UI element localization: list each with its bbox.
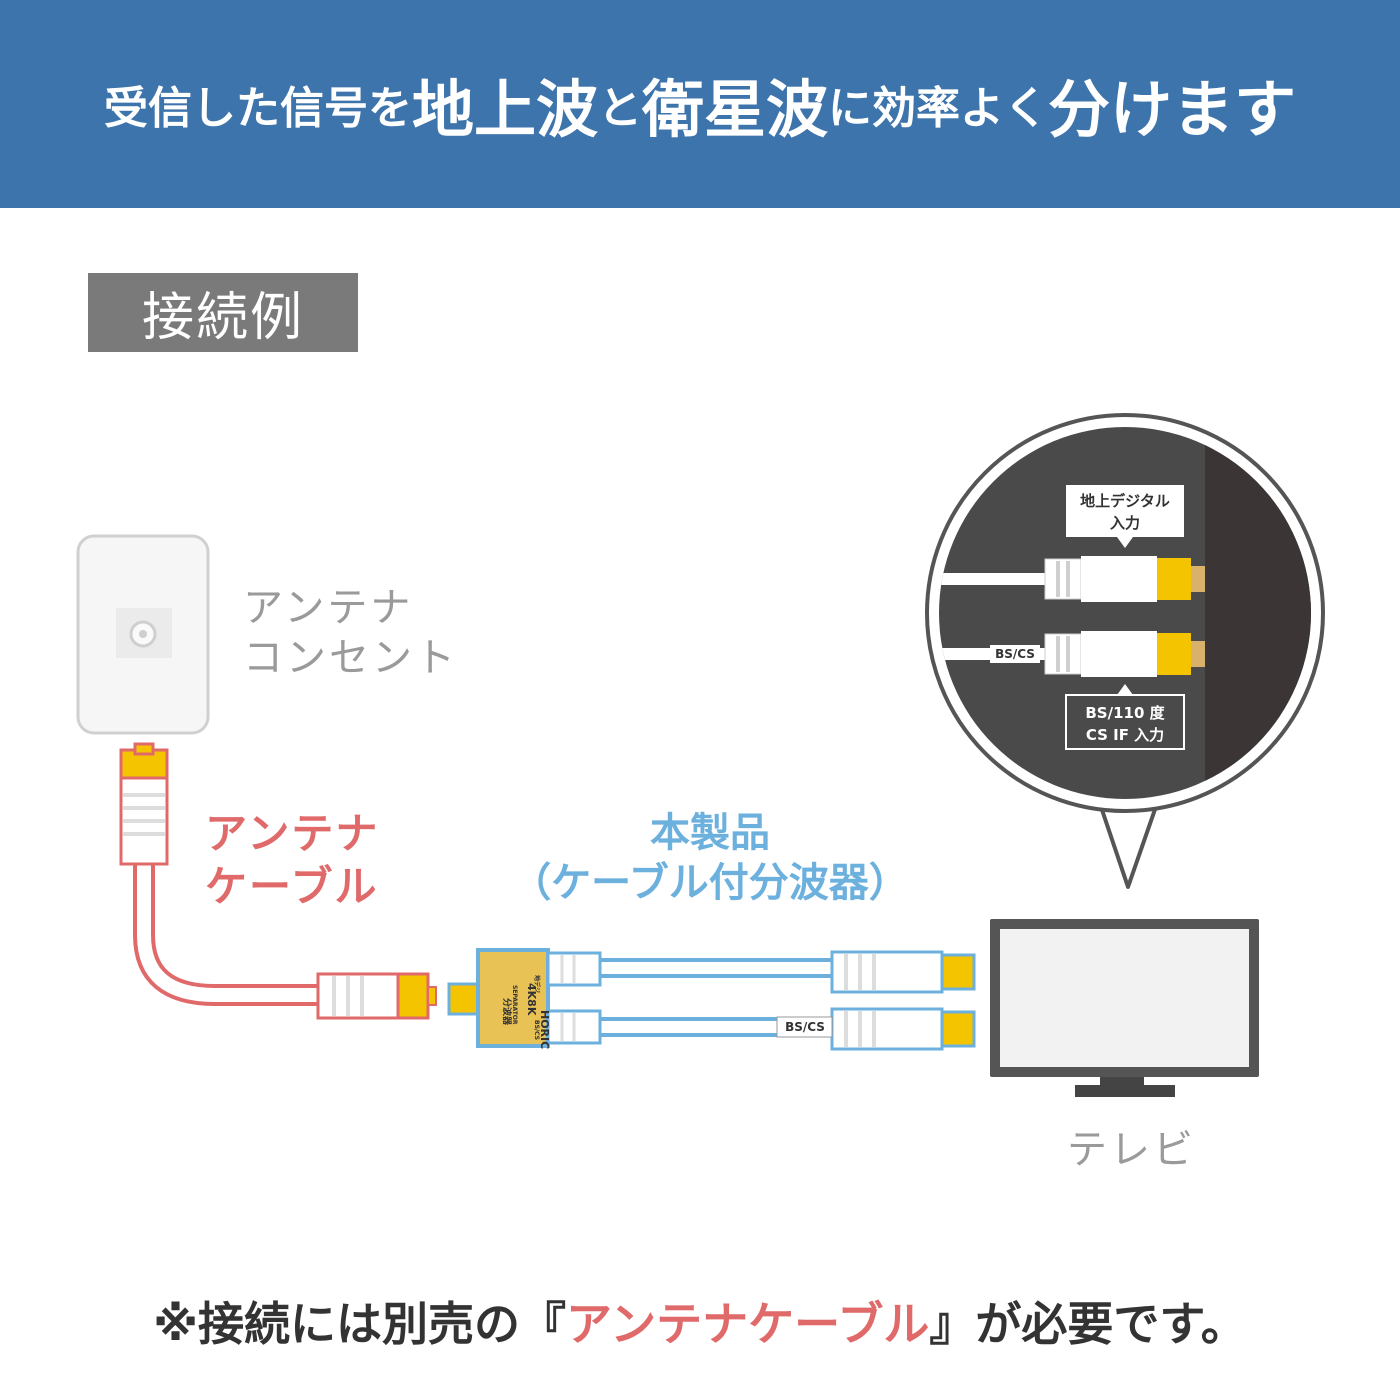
zoom-top-label-line1: 地上デジタル [1080, 492, 1170, 510]
zoom-bottom-label-line1: BS/110 度 [1085, 704, 1165, 722]
header-part-3: と [597, 83, 642, 134]
antenna-outlet-icon [76, 534, 210, 735]
zoom-top-label-line2: 入力 [1110, 514, 1140, 532]
antenna-cable-line2: ケーブル [205, 861, 379, 911]
zoom-cable-tag: BS/CS [995, 647, 1035, 661]
splitter-name: 分波器 [501, 998, 513, 1026]
antenna-outlet-label: アンテナ コンセント [243, 583, 458, 683]
zoom-bottom-label-line2: CS IF 入力 [1086, 726, 1164, 744]
splitter-brand: HORIC [538, 1010, 551, 1049]
header-part-4: 衛星波 [641, 73, 828, 146]
antenna-cable-label: アンテナ ケーブル [205, 808, 379, 913]
footnote-highlight: アンテナケーブル [565, 1297, 930, 1351]
header-part-6: 分けます [1048, 73, 1297, 146]
product-line1: 本製品 [650, 810, 770, 856]
cable-bs-tag: BS/CS [785, 1020, 825, 1034]
product-label: 本製品 （ケーブル付分波器） [500, 808, 920, 908]
header-part-2: 地上波 [411, 73, 598, 146]
antenna-cable-line1: アンテナ [205, 809, 380, 858]
header-part-1: 受信した信号を [103, 83, 412, 134]
footnote: ※接続には別売の『アンテナケーブル』が必要です。 [0, 1288, 1400, 1354]
splitter-out-bs: BS/CS [533, 1020, 540, 1040]
footnote-prefix: ※接続には別売の『 [153, 1297, 566, 1351]
antenna-outlet-line2: コンセント [243, 635, 458, 681]
section-label: 接続例 [88, 273, 358, 352]
antenna-cable-icon [119, 742, 437, 1020]
tv-label: テレビ [1067, 1127, 1196, 1173]
footnote-suffix: 』が必要です。 [929, 1297, 1247, 1351]
splitter-sub: SEPARATOR [511, 985, 518, 1025]
product-line2: （ケーブル付分波器） [511, 860, 909, 906]
zoom-bubble [925, 413, 1325, 889]
tv-icon [990, 919, 1259, 1097]
header-part-5: に効率よく [828, 83, 1048, 134]
header-banner: 受信した信号を 地上波 と 衛星波 に効率よく 分けます [0, 0, 1400, 208]
splitter-product-icon [447, 948, 976, 1051]
splitter-out-tv: 地デジ [533, 975, 541, 993]
splitter-badge: 4K8K [525, 983, 538, 1016]
antenna-outlet-line1: アンテナ [243, 585, 414, 631]
